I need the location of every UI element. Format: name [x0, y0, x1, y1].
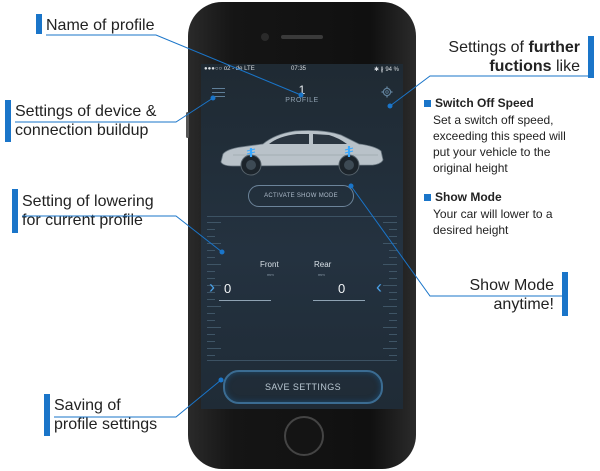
bullet-square-icon — [424, 194, 431, 201]
app-screen: ●●●○○ o2 - de LTE 07:35 ✱ ∦ 94 % 1 PROFI… — [201, 64, 403, 409]
callout-further-suffix: like — [551, 58, 580, 75]
status-bar: ●●●○○ o2 - de LTE 07:35 ✱ ∦ 94 % — [201, 66, 403, 76]
callout-saving-line-1: Saving of — [54, 397, 121, 414]
activate-show-mode-button[interactable]: ACTIVATE SHOW MODE — [248, 185, 354, 207]
front-camera — [261, 33, 269, 41]
car-illustration — [220, 130, 384, 176]
callout-profile-name: Name of profile — [46, 17, 155, 34]
status-time: 07:35 — [291, 66, 307, 72]
callout-bar-further — [588, 36, 594, 78]
callout-bar-show-mode — [562, 272, 568, 316]
gear-icon[interactable] — [381, 86, 393, 98]
feature-switch-off-text: Set a switch off speed, exceeding this s… — [433, 113, 566, 175]
callout-bar-lowering — [12, 189, 18, 233]
rear-value[interactable]: 0 — [338, 281, 346, 296]
callout-bar-device — [5, 100, 11, 142]
save-settings-button[interactable]: SAVE SETTINGS — [223, 370, 383, 404]
callout-further-bold-1: further — [528, 39, 580, 56]
rear-unit: mm — [318, 272, 325, 277]
scale-ticks-right — [383, 222, 397, 372]
profile-number[interactable]: 1 — [298, 83, 306, 97]
front-label: Front — [260, 260, 279, 269]
callout-bar-saving — [44, 394, 50, 436]
front-decrease-chevron-icon[interactable]: › — [209, 277, 215, 297]
feature-switch-off-title: Switch Off Speed — [424, 96, 534, 110]
callout-further-prefix: Settings of — [448, 39, 529, 56]
status-carrier: ●●●○○ o2 - de LTE — [204, 66, 255, 72]
callout-saving: Saving of profile settings — [54, 396, 157, 434]
divider — [207, 360, 397, 361]
profile-label: PROFILE — [285, 97, 319, 104]
callout-lowering-line-1: Setting of lowering — [22, 193, 154, 210]
callout-device-line-2: connection buildup — [15, 122, 149, 139]
callout-saving-line-2: profile settings — [54, 416, 158, 433]
callout-further-bold-2: fuctions — [489, 58, 552, 75]
bullet-square-icon — [424, 100, 431, 107]
callout-bar-profile-name — [36, 14, 42, 34]
front-value[interactable]: 0 — [224, 281, 232, 296]
rear-value-underline — [313, 300, 365, 301]
callout-device-settings: Settings of device & connection buildup — [15, 102, 156, 140]
home-button[interactable] — [284, 416, 324, 456]
callout-further-functions: Settings of further fuctions like — [430, 38, 580, 76]
feature-show-mode-title: Show Mode — [424, 190, 502, 204]
callout-lowering: Setting of lowering for current profile — [22, 192, 154, 230]
volume-button — [186, 112, 189, 138]
front-unit: mm — [267, 272, 274, 277]
phone-frame: ●●●○○ o2 - de LTE 07:35 ✱ ∦ 94 % 1 PROFI… — [186, 2, 416, 469]
callout-show-mode: Show Mode anytime! — [469, 277, 555, 313]
earpiece-speaker — [281, 35, 323, 39]
rear-label: Rear — [314, 260, 332, 269]
divider — [207, 216, 397, 217]
status-battery: ✱ ∦ 94 % — [373, 67, 399, 73]
rear-increase-chevron-icon[interactable]: ‹ — [376, 277, 382, 297]
feature-show-mode-text: Your car will lower to a desired height — [433, 207, 553, 237]
front-value-underline — [219, 300, 271, 301]
callout-device-line-1: Settings of device & — [15, 103, 157, 120]
callout-lowering-line-2: for current profile — [22, 212, 143, 229]
